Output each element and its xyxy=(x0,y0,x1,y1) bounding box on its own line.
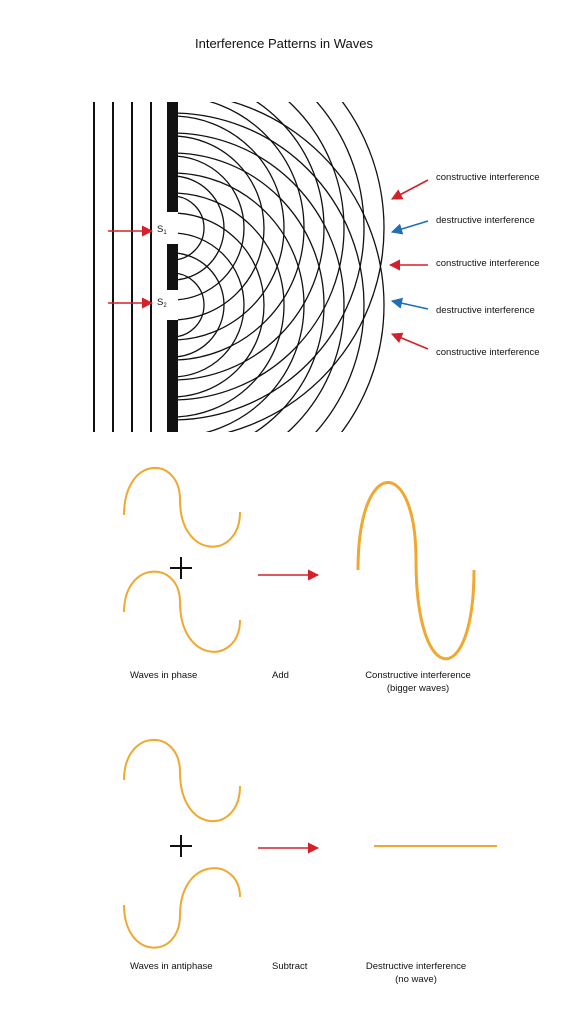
circular-wavefront xyxy=(178,102,345,401)
plus-sign-2 xyxy=(170,835,192,857)
circular-wavefront xyxy=(178,212,265,398)
page-title: Interference Patterns in Waves xyxy=(195,36,373,51)
circular-wavefront xyxy=(178,102,305,361)
circular-wavefront xyxy=(178,195,205,261)
interference-label: destructive interference xyxy=(436,305,535,316)
caption-subtract: Subtract xyxy=(272,961,308,972)
caption-no-wave: (no wave) xyxy=(395,974,437,985)
in-phase-waves xyxy=(123,466,476,661)
circular-wavefront xyxy=(178,175,225,281)
caption-bigger-waves: (bigger waves) xyxy=(387,683,449,694)
barrier-top xyxy=(167,102,178,212)
in-phase-wave-top xyxy=(123,466,241,548)
circular-wavefront xyxy=(178,252,225,358)
in-phase-wave-bottom xyxy=(123,570,241,653)
barrier-bottom xyxy=(167,320,178,432)
destructive-arrow xyxy=(390,220,429,235)
caption-destructive: Destructive interference xyxy=(366,961,466,972)
constructive-result-wave xyxy=(356,481,476,661)
destructive-arrow xyxy=(390,297,429,310)
circular-wavefront xyxy=(178,115,285,341)
antiphase-waves xyxy=(123,738,497,949)
caption-waves-in-phase: Waves in phase xyxy=(130,670,197,681)
slit-label-s1: S1 xyxy=(157,224,167,236)
circular-wavefront xyxy=(178,102,325,381)
plane-wavefronts xyxy=(93,102,152,432)
circular-wavefront xyxy=(178,135,265,321)
interference-label: constructive interference xyxy=(436,347,540,358)
interference-label: constructive interference xyxy=(436,172,540,183)
antiphase-wave-top xyxy=(123,738,241,822)
circular-wavefront xyxy=(227,102,385,432)
caption-waves-in-antiphase: Waves in antiphase xyxy=(130,961,213,972)
circular-wavefront xyxy=(178,102,365,421)
constructive-arrow xyxy=(390,332,429,350)
circular-wavefront xyxy=(178,272,205,338)
slit-label-s2: S2 xyxy=(157,297,167,309)
circular-wavefront xyxy=(178,112,365,432)
plus-sign-1 xyxy=(170,557,192,579)
circular-wavefront xyxy=(230,102,385,432)
circular-wavefront xyxy=(178,172,305,432)
circular-wavefront xyxy=(178,152,325,432)
interference-label: destructive interference xyxy=(436,215,535,226)
circular-wavefront xyxy=(178,192,285,418)
circular-wavefront xyxy=(178,232,245,378)
circular-wavefronts xyxy=(178,102,385,432)
barrier-middle xyxy=(167,244,178,290)
caption-constructive: Constructive interference xyxy=(365,670,471,681)
circular-wavefront xyxy=(178,155,245,301)
antiphase-wave-bottom xyxy=(123,867,241,949)
caption-add: Add xyxy=(272,670,289,681)
double-slit-barrier xyxy=(167,102,178,432)
interference-label: constructive interference xyxy=(436,258,540,269)
circular-wavefront xyxy=(178,132,345,432)
constructive-arrow xyxy=(391,179,429,200)
